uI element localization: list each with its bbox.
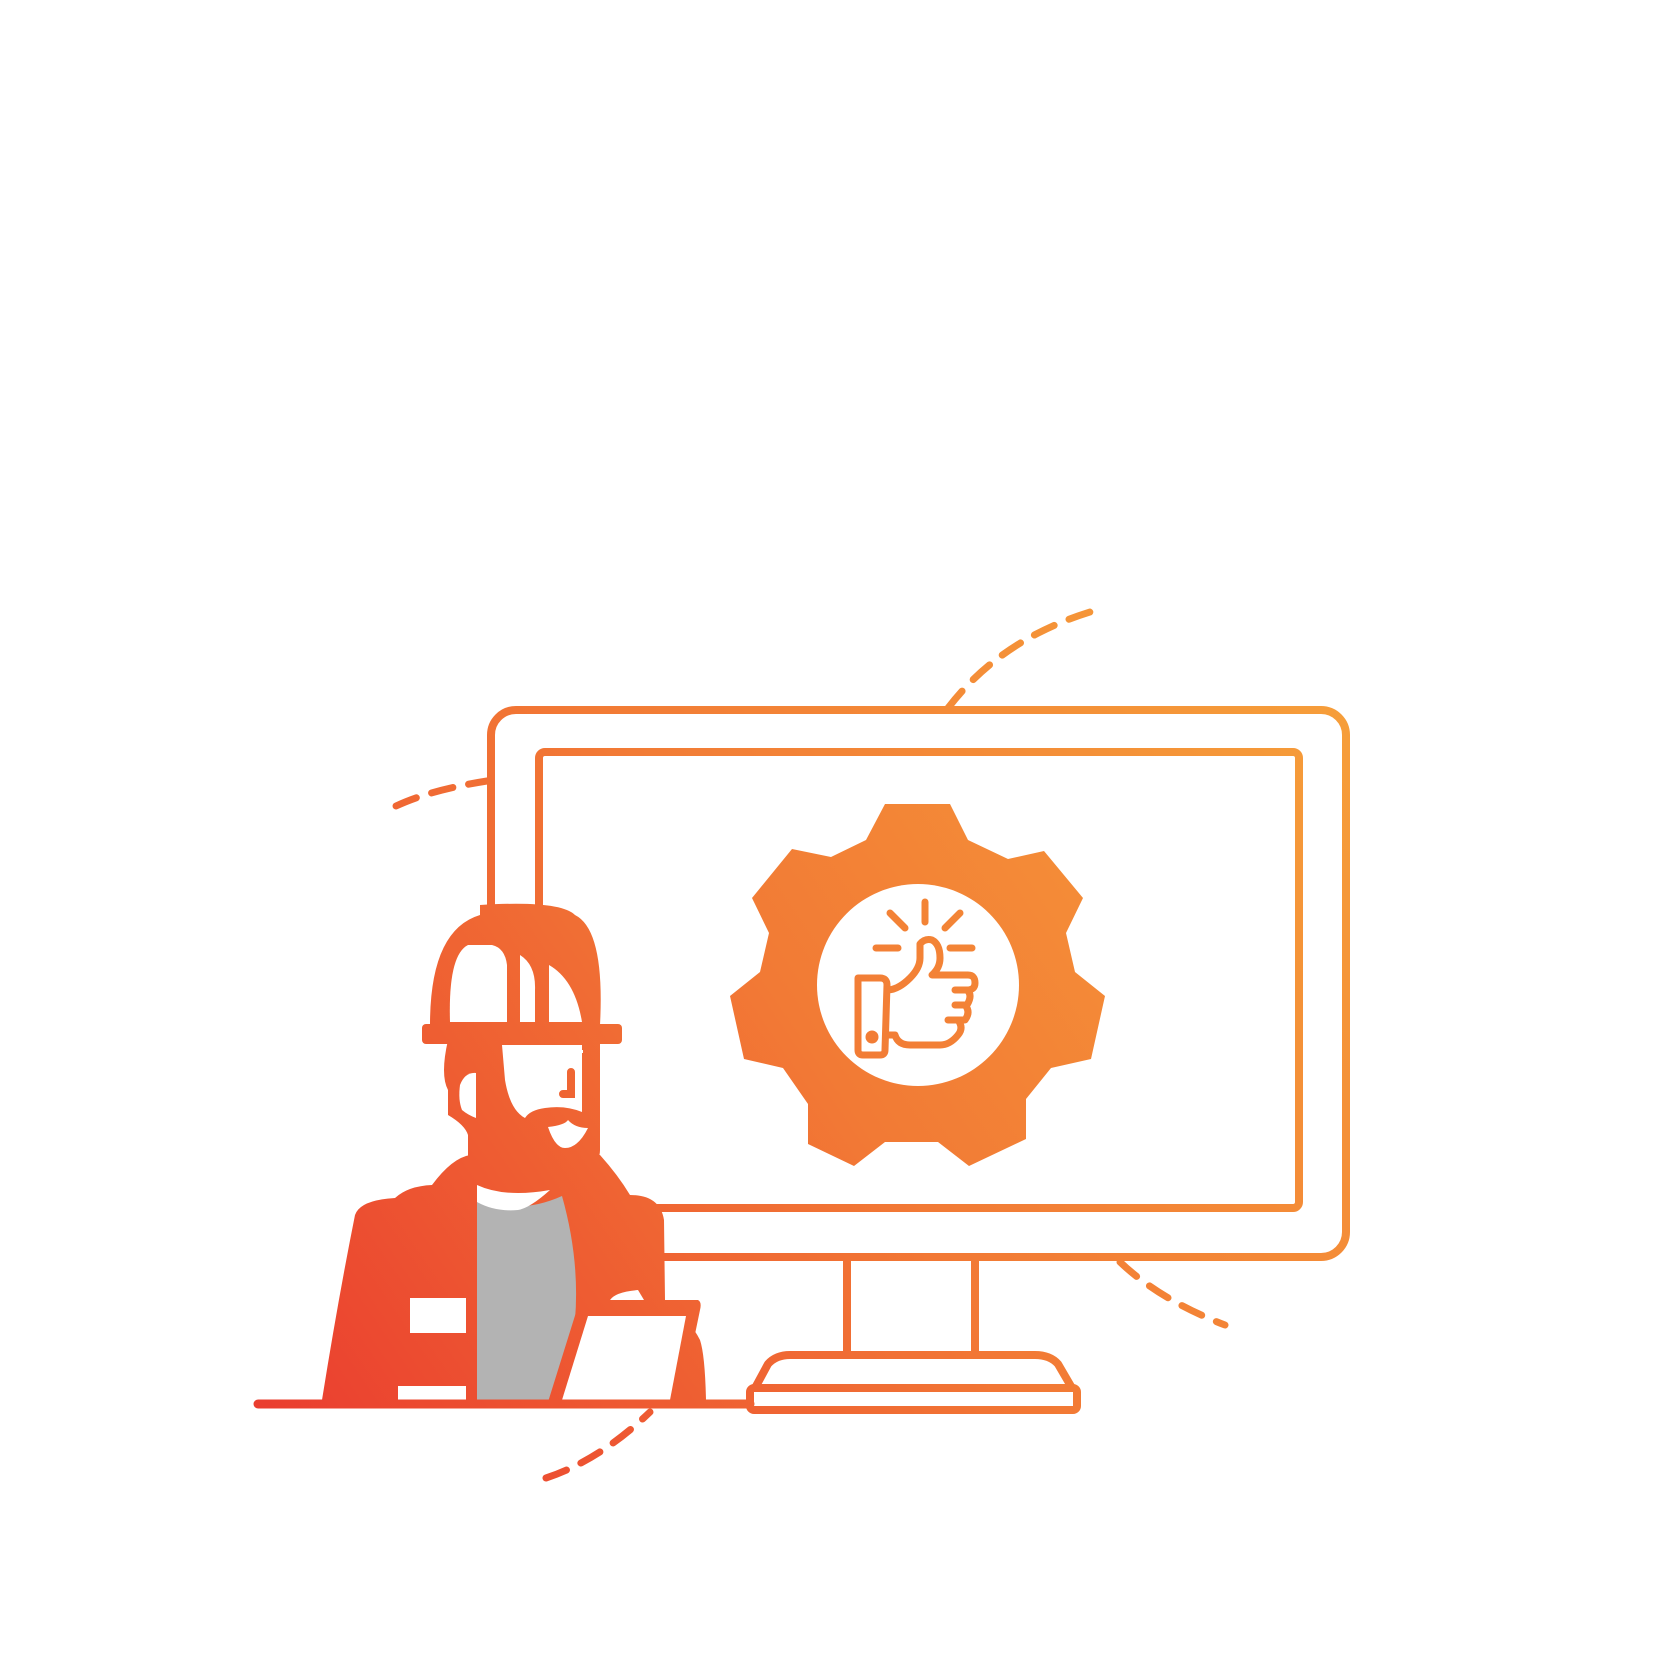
laptop-hand-highlight xyxy=(610,1290,644,1300)
sleeve-button xyxy=(865,1030,879,1044)
hard-hat-stripe-1 xyxy=(449,945,507,1022)
worker-figure xyxy=(322,903,706,1402)
spark-left xyxy=(886,909,909,932)
orbit-arc-left xyxy=(392,777,491,810)
worker-shirt xyxy=(477,1196,577,1400)
hard-hat-stripe-3 xyxy=(549,965,582,1022)
laptop-screen xyxy=(562,1316,686,1400)
hard-hat-brim-inner xyxy=(503,1050,583,1053)
worker-collar xyxy=(477,1185,550,1211)
jacket-pocket-bottom xyxy=(398,1386,466,1400)
worker-face xyxy=(502,1045,582,1118)
hard-hat-brim xyxy=(422,1024,622,1044)
laptop-icon xyxy=(548,1282,706,1402)
orbit-arc-top xyxy=(944,608,1094,712)
thumb-sleeve xyxy=(854,974,891,1059)
spark-right xyxy=(941,909,964,932)
orbit-arc-bottom-right xyxy=(1116,1258,1229,1329)
gear-hole xyxy=(817,884,1019,1086)
jacket-pocket xyxy=(410,1298,466,1333)
worker-mouth xyxy=(548,1120,588,1148)
orbit-arc-bottom-left xyxy=(542,1408,654,1482)
hard-hat-stripe-2 xyxy=(520,955,536,1022)
dashed-orbit xyxy=(392,608,1229,1482)
worker-eye xyxy=(559,1068,575,1098)
monitor-foot xyxy=(751,1351,1076,1392)
hard-hat-icon xyxy=(422,903,622,1053)
thumb-hand xyxy=(883,936,979,1049)
monitor-neck xyxy=(843,1253,979,1361)
gear-thumbs-up-icon xyxy=(730,804,1105,1166)
worker-ear xyxy=(459,1072,476,1118)
monitor-base xyxy=(746,1384,1081,1414)
thumbs-up-icon xyxy=(854,898,979,1059)
